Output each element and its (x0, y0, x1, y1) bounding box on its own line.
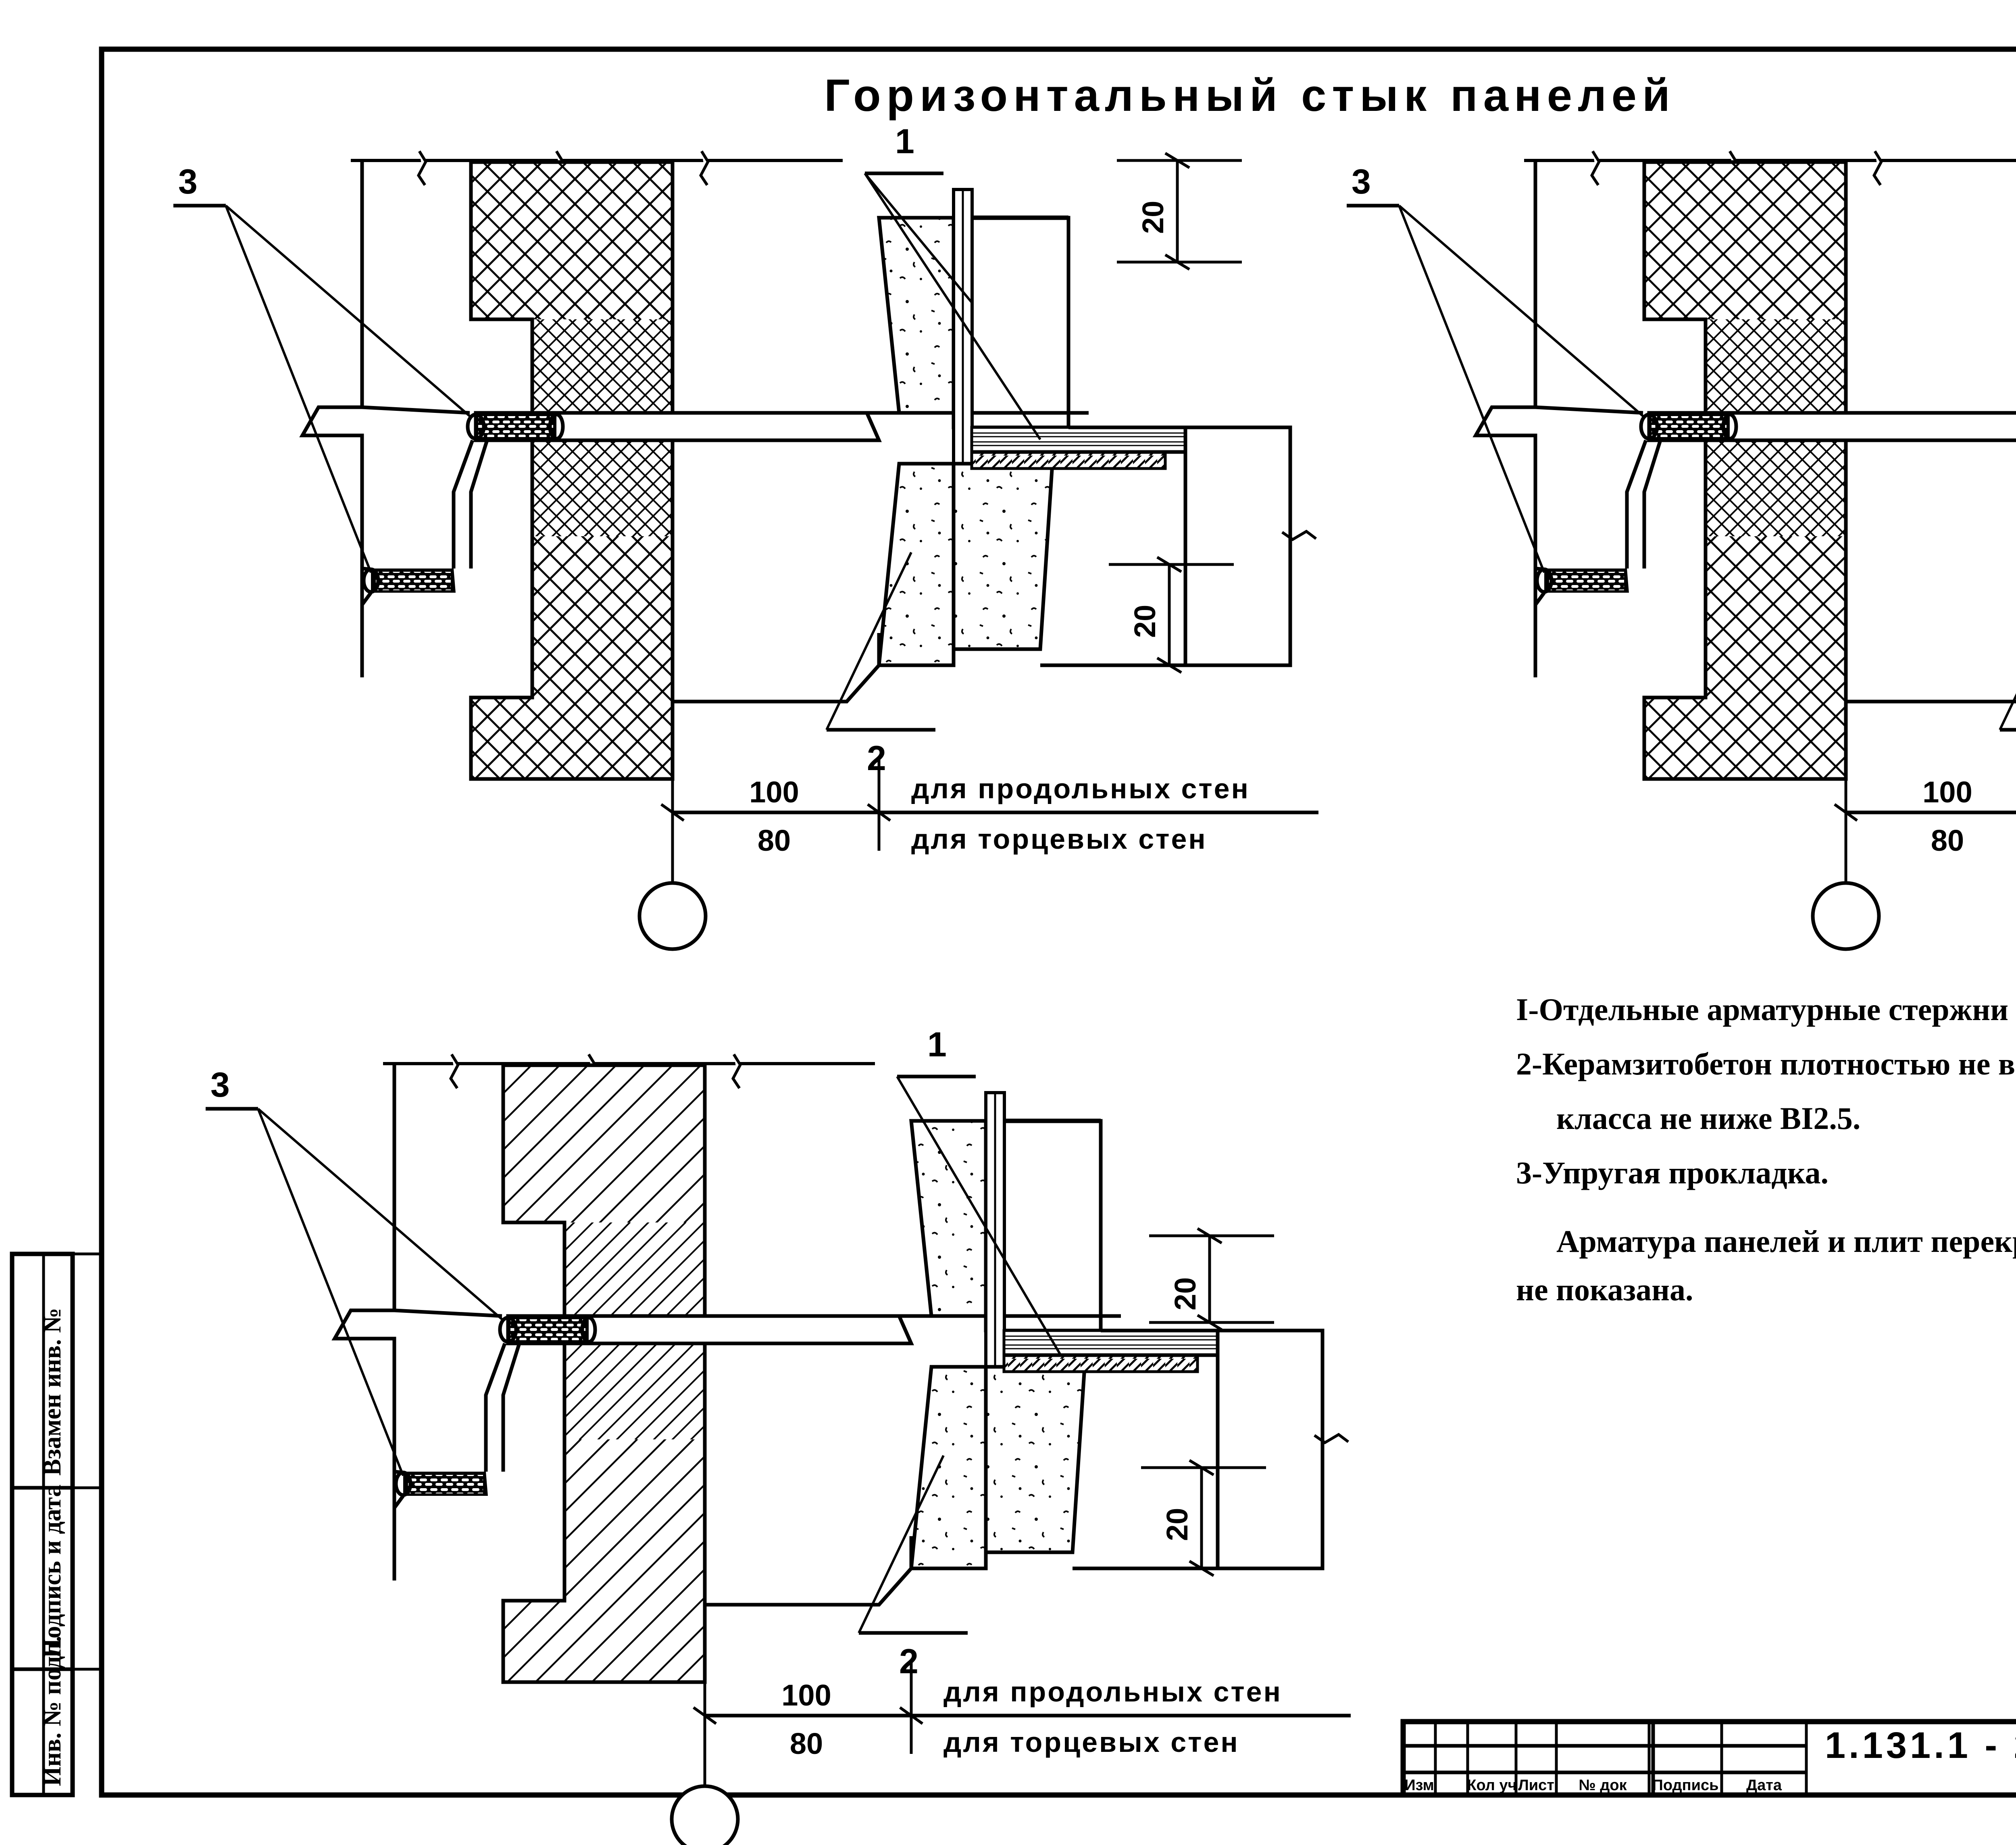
note-item-2: класса не ниже BI2.5. (1556, 1101, 1860, 1136)
vertical-dim-upper-value: 20 (1136, 201, 1170, 234)
leader-3-label: 3 (210, 1066, 230, 1104)
leader-1-label: 1 (895, 122, 914, 161)
leader-3-label: 3 (1352, 162, 1371, 201)
note-paragraph-1: не показана. (1516, 1272, 1693, 1307)
title-block-col-1: Кол уч (1467, 1777, 1516, 1794)
notes-block: I-Отдельные арматурные стержни Ø I6AI. 2… (1516, 992, 2016, 1307)
detail-top-right: 3 1 2 20 20 (1347, 122, 2016, 951)
horizontal-dim-80-value: 80 (1931, 824, 1964, 857)
leader-1: 1 (864, 122, 1041, 440)
vertical-dim-upper-value: 20 (1168, 1277, 1202, 1310)
note-item-0: I-Отдельные арматурные стержни Ø I6AI. (1516, 992, 2016, 1027)
axis-circle-marker (670, 1784, 740, 1845)
horizontal-dim-100-value: 100 (1922, 775, 1972, 809)
horizontal-dim-100-value: 100 (781, 1678, 831, 1712)
title-block-col-2: Лист (1518, 1777, 1554, 1794)
leader-2: 2 (1999, 693, 2016, 732)
leader-2-label: 2 (867, 739, 886, 778)
horizontal-dim-100-value: 100 (749, 775, 799, 809)
title-block-col-4: Подпись (1652, 1777, 1719, 1794)
left-stamp-row-0: Взамен инв. № (39, 1308, 66, 1476)
title-block: Изм Кол уч Лист № док Подпись Дата 1.131… (1400, 1719, 2016, 1798)
vertical-dim-upper: 20 (1149, 1227, 1274, 1331)
page-title: Горизонтальный стык панелей (824, 70, 1676, 121)
title-block-doc-number: 1.131.1 - 21.98.0 - СМ 2 (1825, 1725, 2016, 1766)
leader-2: 2 (825, 552, 935, 778)
detail-top-left: 3 1 2 20 20 (173, 122, 1318, 951)
horizontal-dim-80-note: для торцевых стен (943, 1726, 1239, 1758)
leader-2-label: 2 (899, 1642, 918, 1681)
horizontal-dims: 100 80 для продольных стен для торцевых … (1811, 758, 2016, 951)
detail-bottom-left: 3 1 2 20 20 1 (206, 1025, 1351, 1845)
horizontal-dim-80-note: для торцевых стен (911, 823, 1207, 855)
horizontal-dims: 100 80 для продольных стен для торцевых … (637, 758, 1318, 951)
vertical-dim-lower-value: 20 (1128, 605, 1162, 638)
left-stamp: Взамен инв. № Подпись и дата Инв. № подл… (10, 1252, 102, 1797)
leader-1: 1 (896, 1025, 1062, 1356)
horizontal-dim-100-note: для продольных стен (943, 1676, 1282, 1708)
leader-3: 3 (206, 1066, 503, 1476)
vertical-dim-lower: 20 (1141, 1459, 1266, 1577)
vertical-dim-lower-value: 20 (1160, 1508, 1194, 1541)
leader-3: 3 (173, 162, 471, 573)
note-item-3: 3-Упругая прокладка. (1516, 1155, 1829, 1190)
title-block-col-3: № док (1579, 1777, 1627, 1794)
title-block-col-0: Изм (1404, 1777, 1434, 1794)
horizontal-dim-100-note: для продольных стен (911, 773, 1250, 804)
left-stamp-row-1: Подпись и дата (39, 1485, 66, 1658)
leader-1-label: 1 (927, 1025, 947, 1064)
title-block-col-5: Дата (1746, 1777, 1782, 1794)
sheet-frame (99, 46, 2016, 1798)
axis-circle-marker (1811, 881, 1881, 951)
note-paragraph-0: Арматура панелей и плит перекрытий услов… (1556, 1224, 2016, 1259)
note-item-1: 2-Керамзитобетон плотностью не выше I400… (1516, 1046, 2016, 1081)
axis-circle-marker (637, 881, 708, 951)
vertical-dim-lower: 20 (1109, 556, 1234, 674)
leader-3-label: 3 (178, 162, 198, 201)
horizontal-dim-80-value: 80 (790, 1727, 823, 1760)
horizontal-dim-80-value: 80 (758, 824, 791, 857)
vertical-dim-upper: 20 (1117, 152, 1242, 271)
leader-2: 2 (858, 1455, 968, 1681)
left-stamp-row-2: Инв. № подл. (39, 1636, 66, 1786)
leader-3: 3 (1347, 162, 1644, 573)
horizontal-dims: 100 80 для продольных стен для торцевых … (670, 1661, 1351, 1845)
